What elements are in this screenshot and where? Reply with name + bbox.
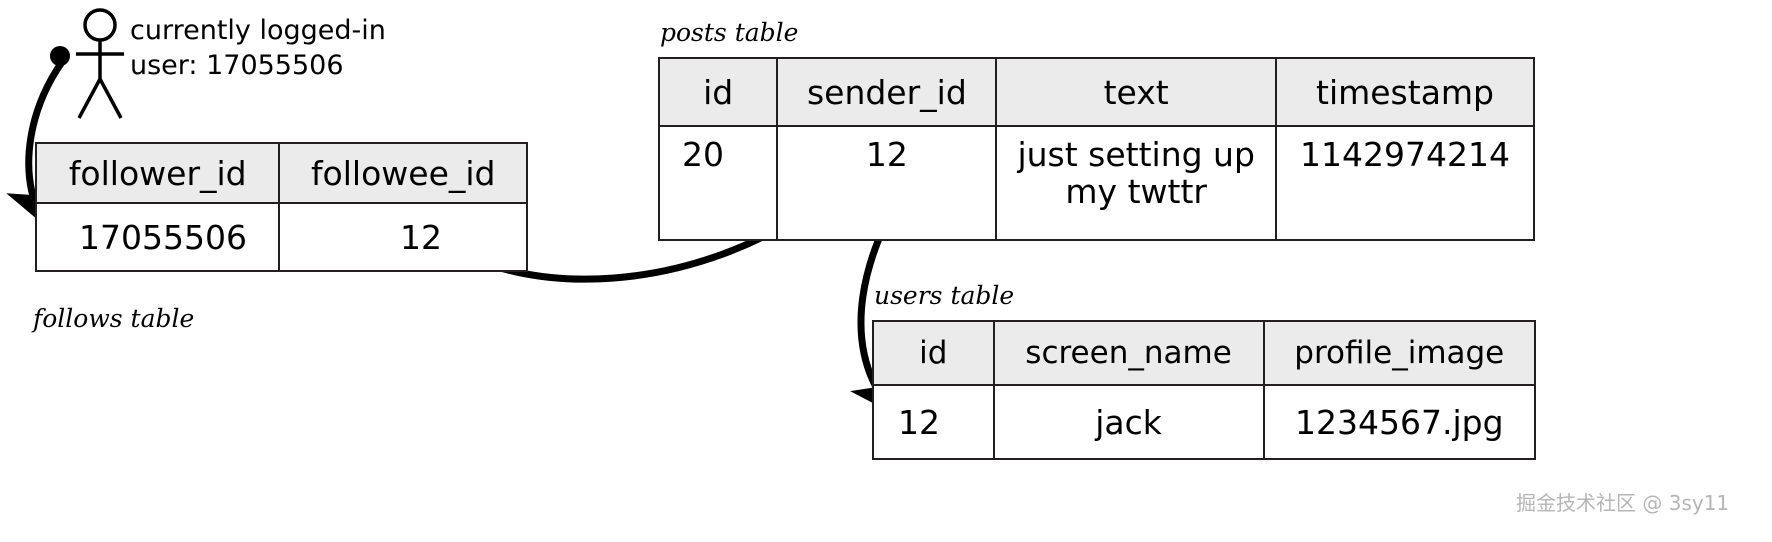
table-row: 12 jack 1234567.jpg [872,384,1537,460]
table-row: 20 12 just setting up my twttr 114297421… [657,125,1535,241]
logged-in-user-line1: currently logged-in [130,15,386,46]
column-header-followee-id: followee_id [278,142,528,204]
logged-in-user-line2: user: 17055506 [130,49,344,81]
column-header-text: text [995,57,1278,127]
cell-post-id: 20 [657,125,779,241]
table-row: 17055506 12 [34,202,528,272]
column-header-user-id: id [872,320,995,386]
cell-follower-id: 17055506 [34,202,281,272]
posts-table-caption: posts table [660,18,799,47]
column-header-profile-image: profile_image [1262,320,1537,386]
cell-post-text-line2: my twttr [1065,171,1207,211]
cell-post-timestamp: 1142974214 [1275,125,1535,241]
users-table-caption: users table [874,281,1015,310]
cell-post-text: just setting up my twttr [995,125,1278,241]
table-header-row: follower_id followee_id [34,142,528,204]
follows-table-caption: follows table [33,304,195,333]
cell-user-profile-image: 1234567.jpg [1262,384,1537,460]
column-header-sender-id: sender_id [776,57,998,127]
column-header-follower-id: follower_id [34,142,281,204]
stick-figure-person-icon [76,8,124,119]
users-table: id screen_name profile_image 12 jack 123… [872,320,1537,460]
cell-post-sender-id: 12 [776,125,998,241]
cell-post-text-line1: just setting up [1017,135,1255,174]
column-header-screen-name: screen_name [992,320,1265,386]
cell-user-id: 12 [872,384,995,460]
column-header-timestamp: timestamp [1275,57,1535,127]
cell-user-screen-name: jack [992,384,1265,460]
logged-in-user-label: currently logged-in user: 17055506 [130,14,386,83]
follows-table: follower_id followee_id 17055506 12 [34,142,528,272]
column-header-id: id [657,57,779,127]
table-header-row: id sender_id text timestamp [657,57,1535,127]
cell-followee-id: 12 [278,202,528,272]
table-header-row: id screen_name profile_image [872,320,1537,386]
watermark-text: 掘金技术社区 @ 3sy11 [1516,491,1730,515]
posts-table: id sender_id text timestamp 20 12 just s… [657,57,1535,241]
